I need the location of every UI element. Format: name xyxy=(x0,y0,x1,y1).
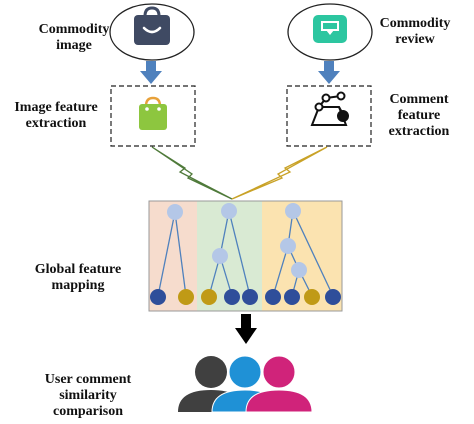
label-line: Comment xyxy=(389,92,449,107)
label-line: Commodity xyxy=(38,22,110,37)
leaf-node xyxy=(178,289,194,305)
comment-feature-extraction-label: Comment feature extraction xyxy=(376,92,462,140)
leaf-node xyxy=(304,289,320,305)
lightning-left xyxy=(151,146,233,200)
leaf-node xyxy=(201,289,217,305)
nodes-graph-icon xyxy=(310,91,349,126)
label-line: comparison xyxy=(53,404,123,419)
label-line: Commodity xyxy=(379,16,451,31)
user-comment-similarity-label: User comment similarity comparison xyxy=(30,372,146,420)
label-line: extraction xyxy=(25,116,87,131)
shopping-bag-smile-icon xyxy=(134,6,170,45)
leaf-node xyxy=(284,289,300,305)
tree-nodes xyxy=(150,203,341,305)
label-line: mapping xyxy=(51,278,105,293)
label-line: similarity xyxy=(59,388,117,403)
tree-node xyxy=(280,238,296,254)
arrow-mapping-to-comparison xyxy=(235,314,257,344)
tree-node xyxy=(212,248,228,264)
leaf-node xyxy=(150,289,166,305)
image-feature-extraction-label: Image feature extraction xyxy=(6,100,106,132)
tree-node xyxy=(291,262,307,278)
image-feature-box xyxy=(110,85,196,147)
label-line: Image feature xyxy=(14,100,98,115)
comment-feature-box xyxy=(286,85,372,147)
leaf-node xyxy=(265,289,281,305)
lightning-right xyxy=(231,146,328,200)
commodity-image-label: Commodity image xyxy=(32,22,116,54)
label-line: review xyxy=(395,32,435,47)
tree-node xyxy=(285,203,301,219)
chat-bubble-icon xyxy=(313,15,347,43)
shopping-basket-icon xyxy=(139,96,167,130)
label-line: User comment xyxy=(44,372,132,387)
global-feature-mapping-label: Global feature mapping xyxy=(22,262,134,294)
arrow-review-to-extraction xyxy=(318,61,340,84)
tree-node xyxy=(221,203,237,219)
label-line: image xyxy=(56,38,92,53)
leaf-node xyxy=(325,289,341,305)
commodity-review-label: Commodity review xyxy=(372,16,458,48)
leaf-node xyxy=(224,289,240,305)
tree-node xyxy=(167,204,183,220)
label-line: extraction xyxy=(388,124,450,139)
leaf-node xyxy=(242,289,258,305)
label-line: feature xyxy=(397,108,441,123)
panel-border xyxy=(148,200,343,312)
arrow-image-to-extraction xyxy=(140,61,162,84)
user-group-icon xyxy=(178,355,313,413)
label-line: Global feature xyxy=(34,262,122,277)
